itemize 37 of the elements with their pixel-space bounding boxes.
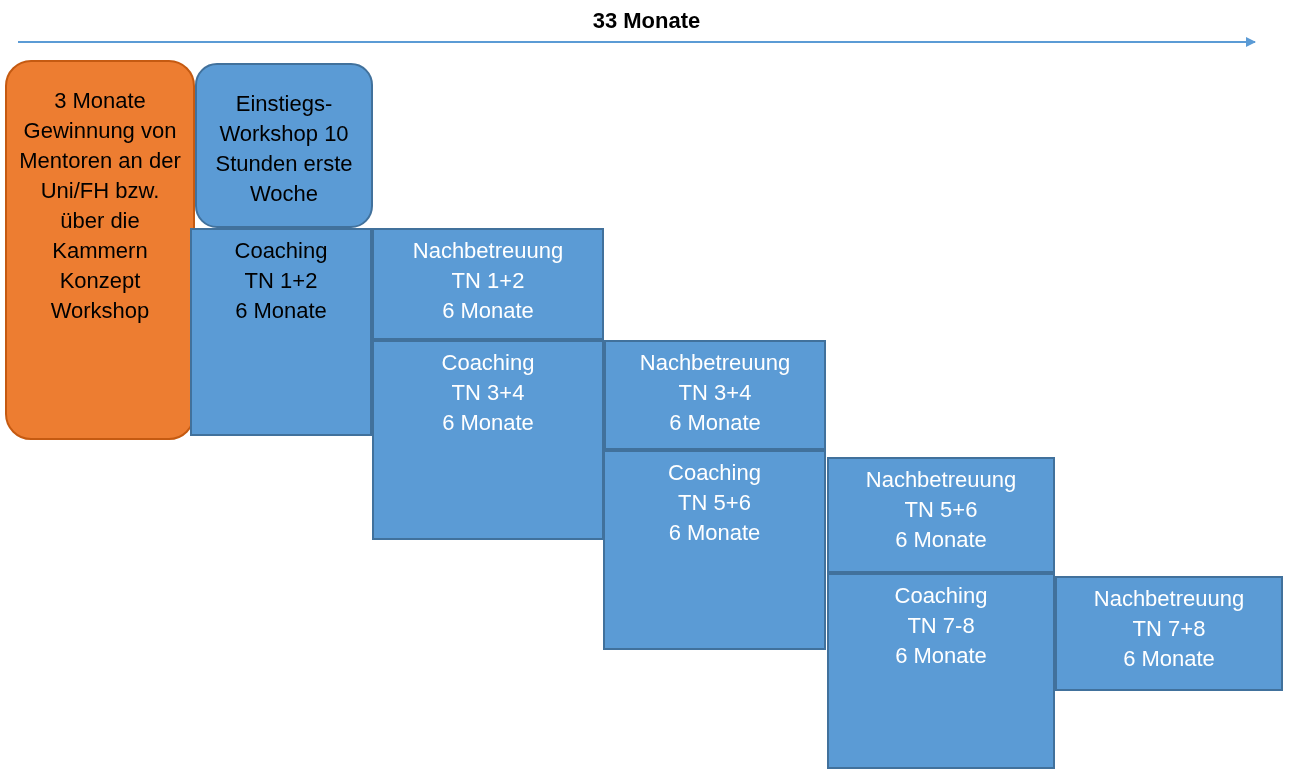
rounded-box (195, 63, 373, 228)
box-text: 6 Monate (441, 297, 535, 325)
box-text: 6 Monate (894, 642, 988, 670)
box-text: Nachbetreuung (638, 349, 792, 377)
process-box (372, 228, 604, 340)
box-text: Coaching (893, 582, 989, 610)
box-text: TN 1+2 (243, 267, 319, 295)
process-box (827, 457, 1055, 573)
process-box (1055, 576, 1283, 691)
box-text: TN 3+4 (450, 379, 526, 407)
box-text: TN 7-8 (906, 612, 976, 640)
box-text: 6 Monate (1122, 645, 1216, 673)
process-box (827, 573, 1055, 769)
box-text: TN 5+6 (903, 496, 979, 524)
box-text: Coaching (667, 459, 762, 487)
box-text: TN 1+2 (450, 267, 526, 295)
box-text: 6 Monate (234, 297, 328, 325)
box-text: Nachbetreuung (1092, 585, 1246, 613)
box-text: TN 3+4 (677, 379, 753, 407)
process-box (190, 228, 372, 436)
box-text: TN 7+8 (1131, 615, 1207, 643)
box-text: Nachbetreuung (411, 237, 565, 265)
box-text: Einstiegs- Workshop 10 Stunden erste Woche (214, 90, 354, 208)
box-text: TN 5+6 (677, 489, 752, 517)
rounded-box (5, 60, 195, 440)
box-text: 6 Monate (894, 526, 988, 554)
box-text: 6 Monate (441, 409, 535, 437)
duration-label: 33 Monate (592, 8, 701, 34)
box-text: Coaching (233, 237, 329, 265)
process-box (603, 450, 826, 650)
process-box (604, 340, 826, 450)
box-text: 6 Monate (668, 409, 762, 437)
box-text: 6 Monate (667, 519, 762, 547)
process-box (372, 340, 604, 540)
box-text: Coaching (440, 349, 536, 377)
box-text: 3 Monate Gewinnung von Mentoren an der Uni/FH bzw. über die Kammern Konzept Workshop (19, 87, 181, 325)
box-text: Nachbetreuung (864, 466, 1018, 494)
